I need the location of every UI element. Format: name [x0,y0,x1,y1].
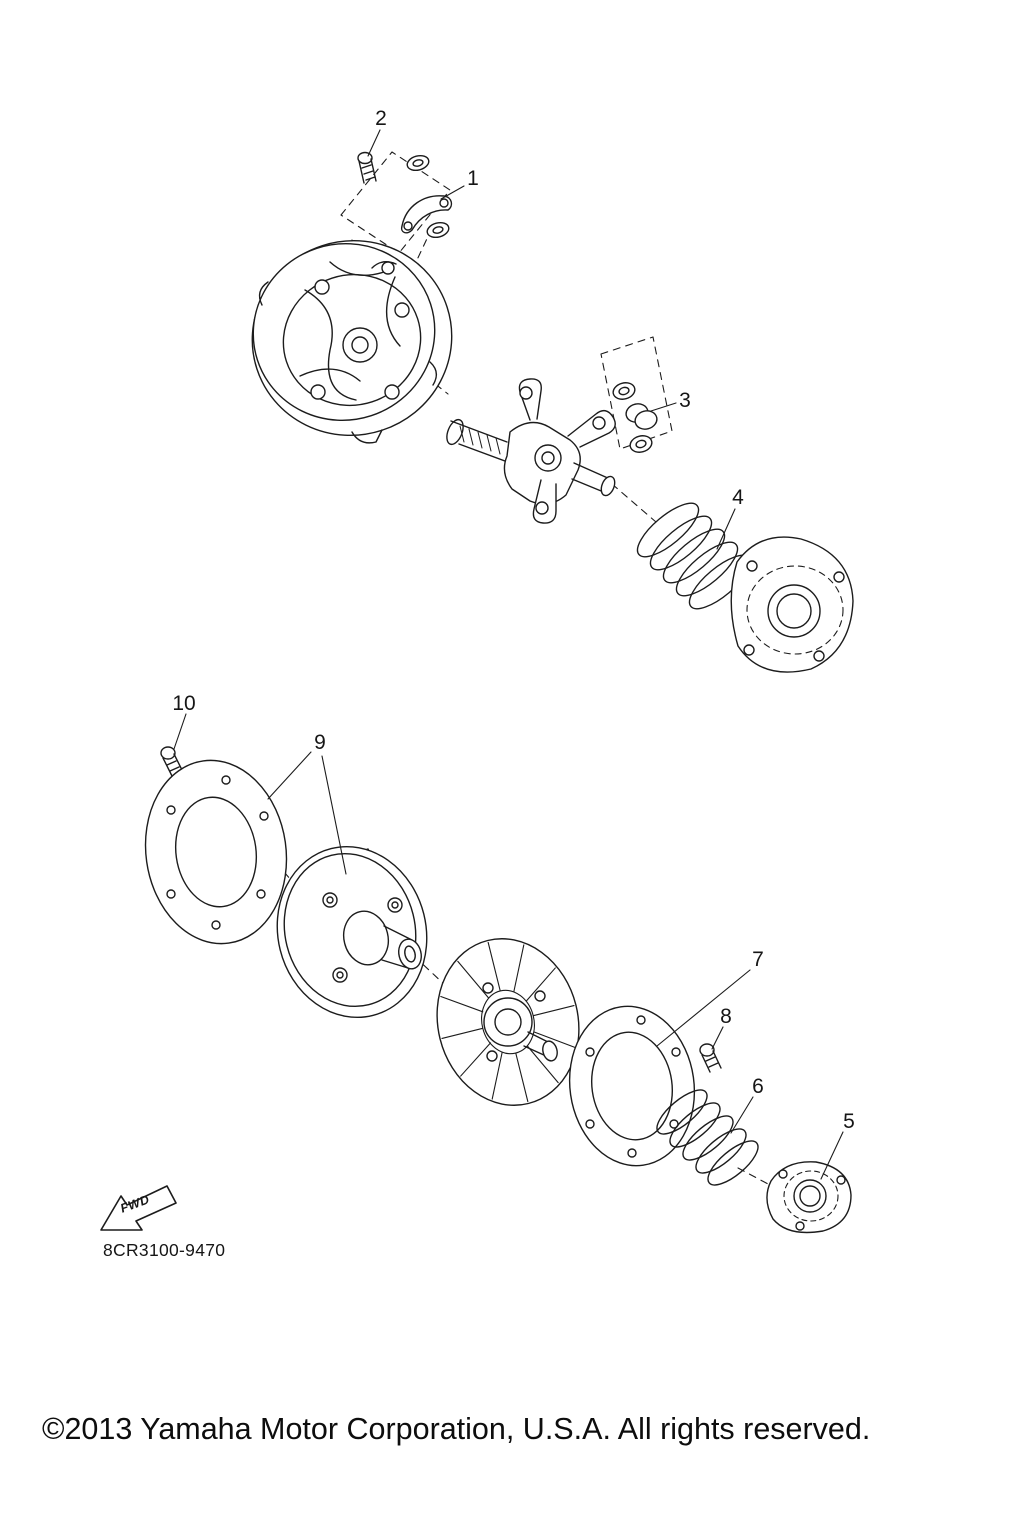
ring-plate-part-9 [144,759,288,945]
diagram-code: 8CR3100-9470 [103,1240,226,1260]
ribbed-sheave-drawing [436,938,580,1106]
spring-part-6 [656,1089,759,1186]
callout-1: 1 [467,167,479,190]
callout-5: 5 [843,1110,855,1133]
fixed-sheave-drawing [251,240,453,444]
leader-lines [173,129,844,1180]
callout-9: 9 [314,731,326,754]
callout-10: 10 [172,692,196,715]
cam-cap-part-5 [766,1161,852,1234]
bushing-set-part-3 [612,382,658,453]
callout-6: 6 [752,1075,764,1098]
bolt-part-2 [357,151,377,184]
bolt-part-10 [160,746,184,777]
movable-sheave-drawing [276,845,428,1019]
callout-7: 7 [752,948,764,971]
callout-4: 4 [732,486,744,509]
ring-plate-part-7 [568,1005,696,1167]
bolt-part-8 [699,1043,722,1073]
primary-cap-drawing [730,536,854,673]
callout-2: 2 [375,107,387,130]
callout-8: 8 [720,1005,732,1028]
spider-shaft-drawing [446,378,616,524]
callout-3: 3 [679,389,691,412]
copyright-text: ©2013 Yamaha Motor Corporation, U.S.A. A… [42,1412,871,1446]
weight-arm-part-1 [400,154,453,239]
fwd-arrow-icon [100,1185,177,1231]
